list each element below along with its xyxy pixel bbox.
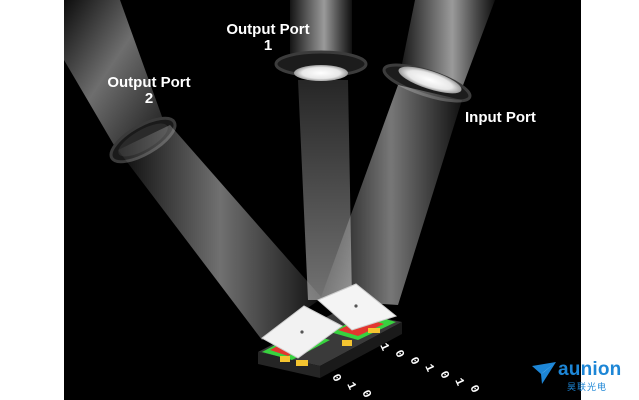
output-1-beam (298, 80, 352, 300)
output-port-1-collimator (274, 0, 368, 81)
output-port-2-title: Output Port (107, 74, 191, 91)
input-port-label: Input Port (465, 109, 536, 126)
chip-circuit-yellow (280, 356, 290, 362)
output-port-1-title: Output Port (226, 21, 310, 38)
output-port-2-label: Output Port 2 (96, 75, 202, 107)
light-beams (118, 80, 462, 340)
output-port-1-label: Output Port 1 (216, 22, 320, 54)
aunion-bird-icon (532, 362, 556, 384)
logo-subtitle: 昊联光电 (567, 382, 608, 392)
micro-mirrors (261, 283, 398, 359)
output-2-beam (118, 125, 322, 340)
output-port-2-number: 2 (144, 90, 154, 107)
input-beam (320, 85, 462, 305)
logo-name: aunion (558, 359, 622, 380)
aunion-logo: aunion 昊联光电 (530, 358, 634, 398)
output-port-1-number: 1 (263, 37, 273, 54)
